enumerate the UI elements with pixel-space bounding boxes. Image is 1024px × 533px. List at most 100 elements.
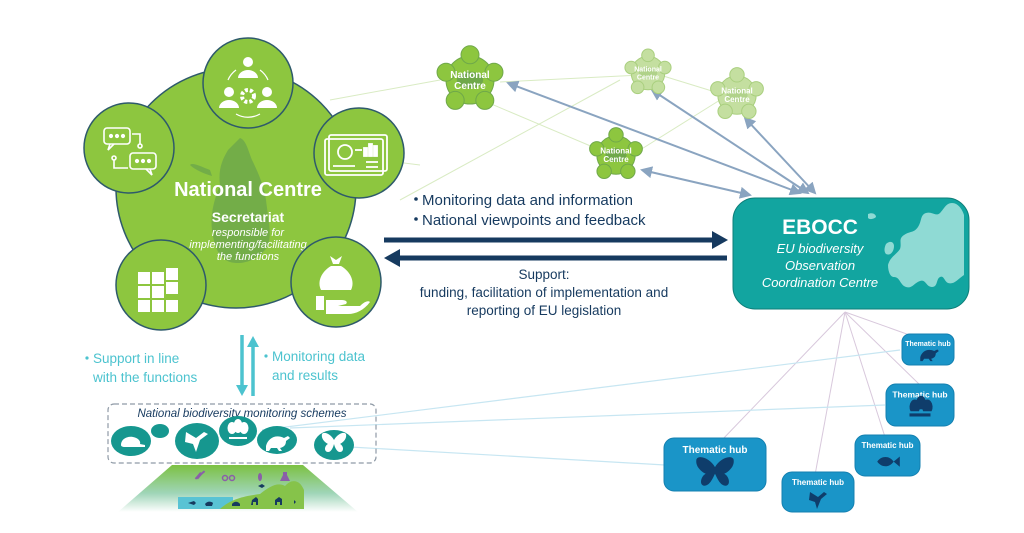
to-national-line-1: Support: bbox=[518, 267, 569, 282]
function-circle bbox=[627, 141, 643, 157]
thematic-hub[interactable]: Thematic hub bbox=[854, 434, 921, 477]
to-ebocc-line-1: Monitoring data and information bbox=[422, 192, 633, 209]
to-ebocc-labels: Monitoring data and information National… bbox=[414, 192, 646, 229]
trees-icon bbox=[227, 419, 249, 439]
up-label-1: Monitoring data bbox=[272, 349, 366, 364]
function-circle bbox=[624, 60, 639, 75]
money-bag-hand-icon bbox=[316, 256, 370, 314]
function-circle bbox=[657, 60, 672, 75]
function-circle bbox=[436, 62, 456, 82]
butterfly-icon bbox=[321, 432, 347, 452]
function-circle bbox=[729, 67, 745, 83]
ebocc-box[interactable]: EBOCC EU biodiversity Observation Coordi… bbox=[732, 197, 970, 310]
data-grid-icon bbox=[138, 268, 178, 312]
bird-icon bbox=[185, 432, 208, 452]
data-dashboard-icon bbox=[324, 134, 388, 176]
bullet-icon bbox=[85, 356, 89, 360]
bird-icon bbox=[809, 492, 827, 509]
turtle-icon bbox=[266, 436, 290, 451]
function-circle bbox=[445, 90, 465, 110]
function-money-bag-hand[interactable] bbox=[290, 236, 382, 328]
national-centre-node-label: National bbox=[634, 67, 662, 74]
ebocc-title: EBOCC bbox=[782, 216, 858, 239]
europe-map-icon bbox=[868, 203, 964, 288]
monitoring-schemes-box[interactable]: National biodiversity monitoring schemes bbox=[107, 403, 377, 464]
to-national-line-2: funding, facilitation of implementation … bbox=[420, 285, 668, 300]
binoculars-icon bbox=[221, 474, 236, 482]
ebocc-subtitle-3: Coordination Centre bbox=[762, 275, 878, 290]
to-national-labels: Support: funding, facilitation of implem… bbox=[420, 267, 668, 318]
thematic-hub-label: Thematic hub bbox=[905, 341, 951, 348]
function-circle bbox=[484, 62, 504, 82]
scheme-trees[interactable] bbox=[219, 416, 257, 446]
scheme-bird[interactable] bbox=[175, 423, 219, 459]
national-centre-node-label: National bbox=[721, 86, 753, 95]
ebocc-subtitle-1: EU biodiversity bbox=[777, 241, 865, 256]
trees-icon bbox=[909, 395, 933, 417]
function-circle bbox=[608, 127, 624, 143]
thematic-hub-label: Thematic hub bbox=[682, 445, 747, 456]
bullet-icon bbox=[264, 354, 268, 358]
other-national-centres: NationalCentreNationalCentreNationalCent… bbox=[436, 45, 764, 180]
landscape-illustration bbox=[118, 465, 358, 512]
thematic-hub-label: Thematic hub bbox=[792, 478, 844, 487]
country-map-shape bbox=[638, 67, 658, 79]
ebocc-subtitle-2: Observation bbox=[785, 258, 855, 273]
function-circle bbox=[475, 90, 495, 110]
national-centre-desc-1: responsible for bbox=[212, 227, 285, 239]
scheme-butterfly[interactable] bbox=[314, 430, 354, 460]
function-circle bbox=[589, 141, 605, 157]
scheme-beaver[interactable] bbox=[111, 426, 151, 456]
thematic-hub[interactable]: Thematic hub bbox=[781, 471, 855, 513]
function-circle bbox=[710, 81, 726, 97]
down-label-2: with the functions bbox=[92, 370, 198, 385]
national-centre-node-label: National bbox=[600, 146, 632, 155]
flask-icon bbox=[280, 472, 290, 481]
centre-to-ebocc-arrows bbox=[506, 80, 817, 199]
national-centre-desc-2: implementing/facilitating bbox=[189, 239, 307, 251]
dot-icon bbox=[151, 424, 169, 438]
function-data-grid[interactable] bbox=[115, 239, 207, 331]
vertical-labels: Support in line with the functions Monit… bbox=[85, 349, 366, 385]
thematic-hub[interactable]: Thematic hub bbox=[663, 437, 767, 492]
bullet-icon bbox=[414, 217, 418, 221]
national-centre-main[interactable]: National Centre Secretariat responsible … bbox=[83, 37, 405, 331]
function-data-dashboard[interactable] bbox=[313, 107, 405, 199]
function-chat-bubbles[interactable] bbox=[83, 102, 175, 194]
bullet-icon bbox=[414, 197, 418, 201]
national-centre-node-label: Centre bbox=[637, 74, 659, 81]
function-circle bbox=[596, 163, 612, 180]
arrow-down-head bbox=[236, 385, 248, 396]
national-centre-title: National Centre bbox=[174, 179, 322, 201]
bee-icon bbox=[258, 473, 262, 481]
schemes-title: National biodiversity monitoring schemes bbox=[137, 408, 346, 420]
scheme-turtle[interactable] bbox=[257, 426, 297, 454]
scheme-dot[interactable] bbox=[151, 424, 169, 438]
to-ebocc-line-2: National viewpoints and feedback bbox=[422, 212, 646, 229]
down-label-1: Support in line bbox=[93, 351, 179, 366]
fish-icon bbox=[877, 456, 900, 467]
function-circle bbox=[741, 103, 757, 120]
national-centre-node-label: National bbox=[450, 70, 490, 81]
arrow-up-head bbox=[247, 336, 259, 347]
function-circle bbox=[620, 163, 636, 180]
thematic-hub[interactable]: Thematic hub bbox=[885, 383, 955, 427]
thematic-hub[interactable]: Thematic hub bbox=[901, 333, 955, 366]
function-circle bbox=[460, 45, 480, 65]
exchange-arrows bbox=[384, 231, 728, 267]
country-map-shape bbox=[190, 138, 270, 264]
thematic-hub-label: Thematic hub bbox=[861, 441, 913, 450]
function-people-gear[interactable] bbox=[202, 37, 294, 129]
function-circle bbox=[630, 80, 645, 95]
national-centre-desc-3: the functions bbox=[217, 251, 280, 263]
function-circle bbox=[651, 80, 666, 95]
function-circle bbox=[717, 103, 733, 120]
national-centre-node-label: Centre bbox=[724, 95, 750, 104]
national-centre-node-label: Centre bbox=[454, 81, 486, 92]
thematic-hub-label: Thematic hub bbox=[892, 390, 947, 400]
